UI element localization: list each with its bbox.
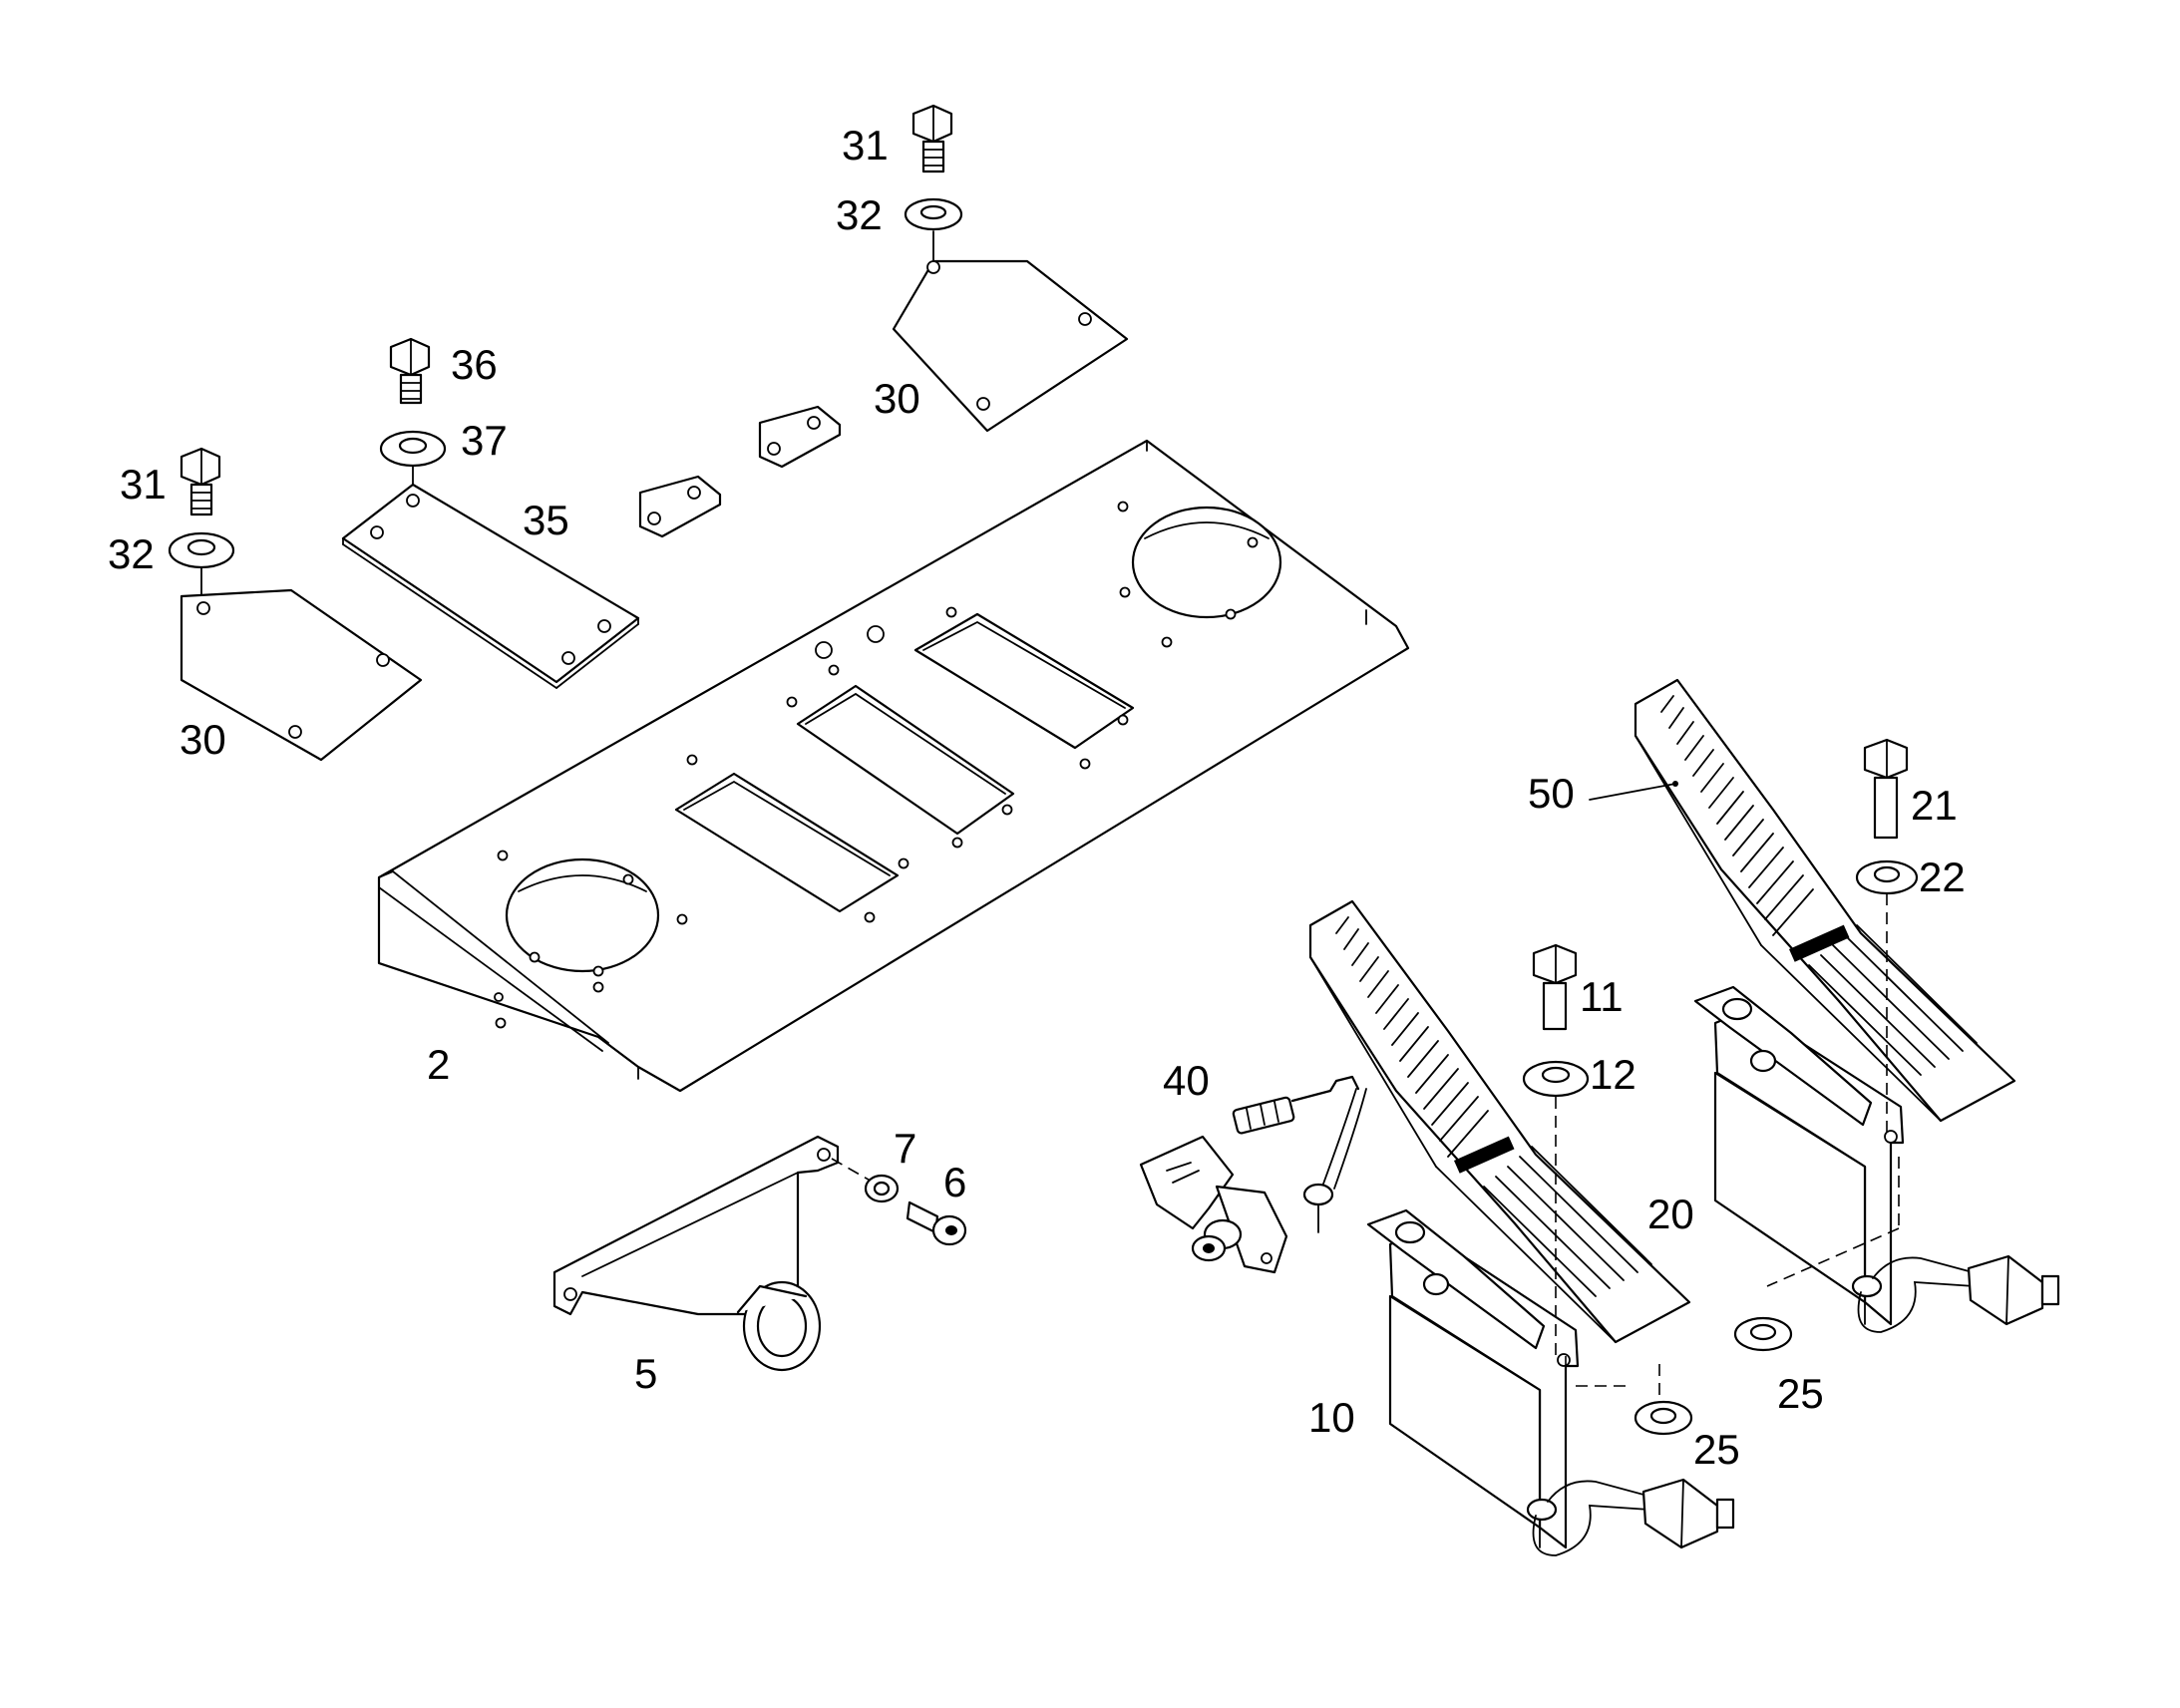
washer-22 bbox=[1855, 859, 1919, 895]
pedal-20 bbox=[1634, 678, 2060, 1333]
callout-25-a: 25 bbox=[1693, 1426, 1740, 1473]
screw-6 bbox=[906, 1200, 967, 1246]
small-tab-2 bbox=[758, 405, 842, 469]
console-panel-2 bbox=[377, 439, 1410, 1093]
washer-32-top bbox=[904, 197, 963, 231]
bolt-31-left bbox=[180, 447, 221, 516]
callout-31-left: 31 bbox=[120, 461, 167, 508]
bolt-21 bbox=[1863, 738, 1909, 840]
leader-bracket bbox=[831, 1158, 875, 1184]
plate-30-left bbox=[180, 588, 423, 762]
callout-20: 20 bbox=[1647, 1191, 1694, 1237]
callout-30-top: 30 bbox=[874, 375, 920, 422]
leader-50 bbox=[1589, 783, 1676, 801]
callout-32-top: 32 bbox=[836, 191, 883, 238]
bracket-5 bbox=[552, 1135, 840, 1372]
callout-35: 35 bbox=[523, 497, 569, 543]
callout-31-top: 31 bbox=[842, 122, 889, 169]
callout-36: 36 bbox=[451, 341, 498, 388]
washer-32-left bbox=[168, 531, 235, 569]
callout-50: 50 bbox=[1528, 770, 1575, 817]
callout-22: 22 bbox=[1919, 854, 1966, 900]
plate-30-top bbox=[892, 259, 1129, 433]
washer-25-a bbox=[1634, 1400, 1693, 1436]
plate-35 bbox=[341, 483, 640, 689]
callout-2: 2 bbox=[427, 1041, 450, 1088]
callout-11: 11 bbox=[1580, 973, 1624, 1020]
washer-7 bbox=[864, 1174, 900, 1203]
callout-30-left: 30 bbox=[180, 716, 226, 763]
washer-37 bbox=[379, 430, 447, 468]
washer-12 bbox=[1522, 1060, 1590, 1098]
bolt-36 bbox=[389, 337, 431, 405]
callout-40: 40 bbox=[1163, 1057, 1210, 1104]
small-tab-1 bbox=[638, 475, 722, 538]
pedal-10 bbox=[1308, 899, 1735, 1556]
pedal-20-tread-slats bbox=[1660, 695, 1978, 1076]
sensor-40 bbox=[1139, 1075, 1367, 1274]
callout-7: 7 bbox=[894, 1125, 916, 1172]
bolt-11 bbox=[1532, 943, 1578, 1031]
callout-32-left: 32 bbox=[108, 530, 155, 577]
pedal-10-tread-slats bbox=[1335, 916, 1652, 1297]
leader-20-b bbox=[1766, 1227, 1900, 1287]
washer-25-b bbox=[1733, 1316, 1793, 1352]
callout-5: 5 bbox=[634, 1350, 657, 1397]
callout-6: 6 bbox=[943, 1159, 966, 1205]
bolt-31-top bbox=[911, 104, 953, 173]
callout-10: 10 bbox=[1308, 1394, 1355, 1441]
callout-21: 21 bbox=[1911, 782, 1958, 829]
callout-25-b: 25 bbox=[1777, 1370, 1824, 1417]
callout-12: 12 bbox=[1590, 1051, 1636, 1098]
callout-37: 37 bbox=[461, 417, 508, 464]
leader-50-dot bbox=[1672, 781, 1678, 787]
